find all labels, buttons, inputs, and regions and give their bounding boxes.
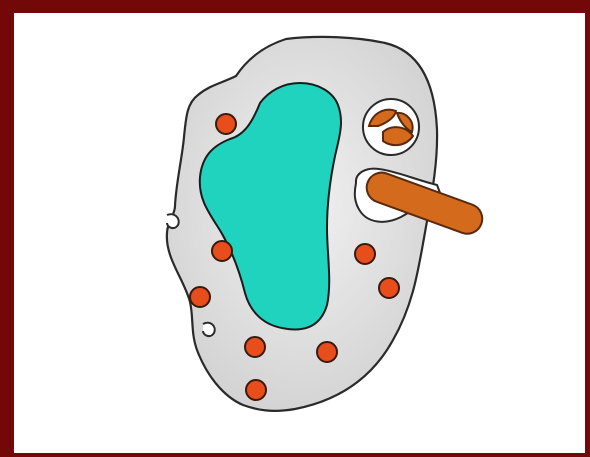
granule: [212, 241, 232, 261]
phagocyte-diagram: [14, 13, 585, 453]
granule: [246, 380, 266, 400]
granule: [355, 244, 375, 264]
diagram-canvas: [14, 13, 585, 453]
membrane-notch: [203, 323, 215, 336]
granule: [216, 114, 236, 134]
granule: [379, 278, 399, 298]
granule: [317, 342, 337, 362]
granule: [190, 287, 210, 307]
membrane-notch: [167, 214, 179, 228]
granule: [245, 337, 265, 357]
